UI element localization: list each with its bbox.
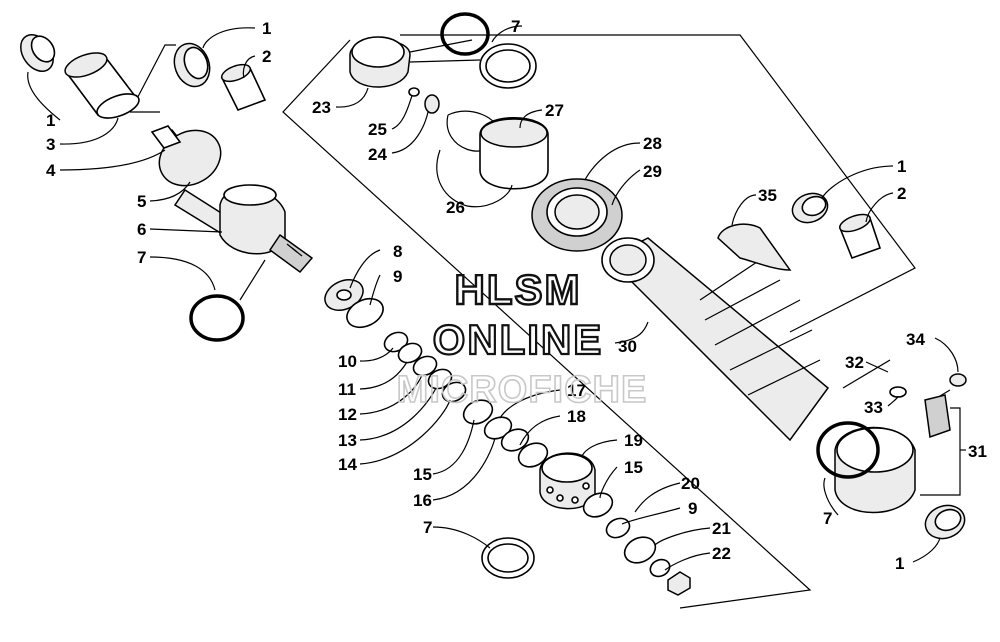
callout-1: 1 bbox=[897, 157, 906, 176]
callout-8: 8 bbox=[393, 242, 402, 261]
bushing-part-1-left bbox=[20, 34, 56, 72]
o-ring-part-7-top bbox=[440, 12, 490, 56]
watermark: HLSM ONLINE MICROFICHE bbox=[396, 265, 648, 412]
callout-24: 24 bbox=[368, 145, 387, 164]
watermark-line-3: MICROFICHE bbox=[397, 369, 648, 411]
ring-part-7-top bbox=[479, 43, 537, 89]
callout-15: 15 bbox=[413, 465, 432, 484]
spacer-part-2-top bbox=[220, 63, 267, 111]
callout-9: 9 bbox=[393, 267, 402, 286]
o-ring-part-7-right bbox=[816, 421, 880, 479]
callout-14: 14 bbox=[338, 455, 357, 474]
callout-7: 7 bbox=[423, 518, 432, 537]
callout-10: 10 bbox=[338, 352, 357, 371]
callout-33: 33 bbox=[864, 398, 883, 417]
watermark-line-1: HLSM bbox=[455, 266, 582, 313]
bushing-part-1-right bbox=[791, 192, 829, 224]
callout-31: 31 bbox=[968, 442, 987, 461]
callout-30: 30 bbox=[618, 337, 637, 356]
callout-13: 13 bbox=[338, 431, 357, 450]
callout-1: 1 bbox=[46, 111, 55, 130]
callout-5: 5 bbox=[137, 192, 146, 211]
bushing-part-1-top bbox=[173, 42, 211, 88]
callout-26: 26 bbox=[446, 198, 465, 217]
callout-22: 22 bbox=[712, 544, 731, 563]
callout-23: 23 bbox=[312, 98, 331, 117]
callout-1: 1 bbox=[262, 19, 271, 38]
lower-shims bbox=[582, 492, 691, 596]
callout-3: 3 bbox=[46, 135, 55, 154]
callout-18: 18 bbox=[567, 407, 586, 426]
piston-part-19 bbox=[539, 452, 596, 510]
callout-35: 35 bbox=[758, 186, 777, 205]
callout-7: 7 bbox=[823, 509, 832, 528]
callout-12: 12 bbox=[338, 405, 357, 424]
callout-21: 21 bbox=[712, 519, 731, 538]
callout-7: 7 bbox=[511, 17, 520, 36]
callout-2: 2 bbox=[262, 47, 271, 66]
cover-part-35 bbox=[717, 223, 792, 271]
callout-15: 15 bbox=[624, 458, 643, 477]
o-ring-part-33 bbox=[889, 386, 907, 398]
callout-27: 27 bbox=[545, 101, 564, 120]
spacer-part-2-right bbox=[838, 213, 882, 260]
callout-16: 16 bbox=[413, 491, 432, 510]
callout-11: 11 bbox=[338, 380, 356, 399]
callout-2: 2 bbox=[897, 184, 906, 203]
cap-part-23 bbox=[349, 36, 411, 88]
shock-body-part-30 bbox=[601, 237, 830, 442]
callout-9: 9 bbox=[688, 499, 697, 518]
eyelet-part-6 bbox=[219, 184, 314, 274]
callout-6: 6 bbox=[137, 220, 146, 239]
callout-1: 1 bbox=[895, 554, 904, 573]
callout-19: 19 bbox=[624, 431, 643, 450]
ring-part-7-bottom bbox=[481, 537, 535, 579]
leader-lines bbox=[27, 25, 966, 571]
watermark-line-2: ONLINE bbox=[433, 316, 604, 363]
adjuster-part-28-29 bbox=[531, 178, 623, 252]
callout-28: 28 bbox=[643, 134, 662, 153]
callout-4: 4 bbox=[46, 161, 56, 180]
piston-part-27 bbox=[479, 117, 549, 190]
callout-32: 32 bbox=[845, 353, 864, 372]
end-cap-part-31 bbox=[834, 394, 951, 514]
callout-29: 29 bbox=[643, 162, 662, 181]
callout-7: 7 bbox=[137, 248, 146, 267]
bushing-part-1-bottom bbox=[924, 504, 966, 540]
sleeve-part-3 bbox=[64, 52, 140, 119]
screw-part-34 bbox=[949, 373, 967, 387]
callout-25: 25 bbox=[368, 120, 387, 139]
callout-17: 17 bbox=[567, 381, 586, 400]
callout-20: 20 bbox=[681, 474, 700, 493]
o-ring-part-7-left bbox=[189, 294, 245, 342]
shim-stack bbox=[324, 279, 549, 468]
callout-labels: 1 2 1 3 4 5 6 7 7 23 25 24 27 26 28 29 3… bbox=[46, 17, 987, 573]
valve-parts-24-25 bbox=[408, 87, 440, 114]
callout-34: 34 bbox=[906, 330, 925, 349]
